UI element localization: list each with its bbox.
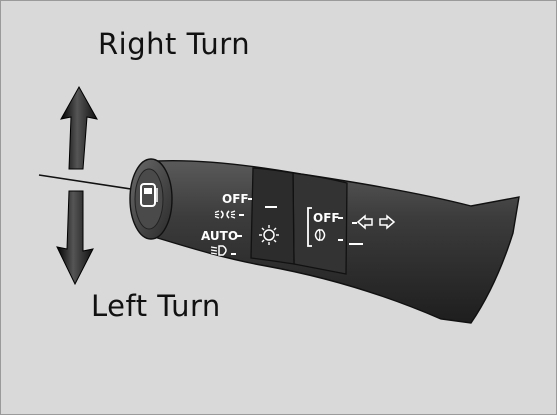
fog-light-icon [314, 228, 326, 242]
daytime-light-icon [259, 225, 279, 245]
fog-off-label: OFF [313, 211, 340, 225]
lever-stalk [129, 158, 520, 324]
axis-line [38, 174, 132, 190]
down-arrow-icon [56, 190, 94, 286]
parking-light-icon [214, 210, 236, 219]
low-beam-icon [210, 245, 227, 256]
turn-signal-arrows-icon [356, 214, 396, 230]
right-turn-label: Right Turn [98, 27, 251, 61]
headlight-auto-label: AUTO [201, 229, 238, 243]
lane-change-car-icon [140, 183, 158, 207]
fog-bracket [307, 207, 312, 247]
up-arrow-icon [60, 85, 98, 170]
headlight-off-label: OFF [222, 192, 249, 206]
left-turn-label: Left Turn [91, 289, 221, 323]
